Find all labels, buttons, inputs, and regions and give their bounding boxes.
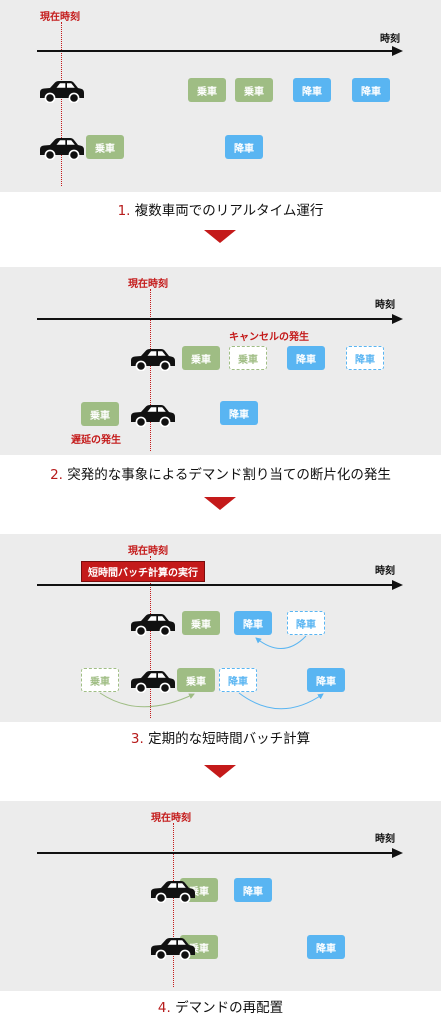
- car-icon: [128, 347, 176, 371]
- panel-3: 現在時刻 時刻 短時間バッチ計算の実行 乗車 降車 降車 乗車 乗車 降車 降車: [0, 534, 441, 722]
- caption-1: 1. 複数車両でのリアルタイム運行: [0, 199, 441, 219]
- current-time-line: [173, 823, 174, 987]
- pickup-box: 乗車: [235, 78, 273, 102]
- batch-calculation-label: 短時間バッチ計算の実行: [81, 561, 205, 582]
- caption-number: 3.: [130, 731, 144, 747]
- down-arrow-icon: [204, 765, 236, 778]
- delay-note: 遅延の発生: [71, 435, 121, 446]
- panel-1: 現在時刻 時刻 乗車 乗車 降車 降車 乗車 降車: [0, 0, 441, 192]
- time-axis-label: 時刻: [375, 300, 395, 311]
- moved-pickup-box: 乗車: [81, 668, 119, 692]
- current-time-label: 現在時刻: [128, 279, 168, 290]
- panel-2: 現在時刻 時刻 キャンセルの発生 乗車 乗車 降車 降車 乗車 降車 遅延の発生: [0, 267, 441, 455]
- caption-3: 3. 定期的な短時間バッチ計算: [0, 727, 441, 747]
- dropoff-box: 降車: [293, 78, 331, 102]
- pickup-box: 乗車: [188, 78, 226, 102]
- moved-dropoff-box: 降車: [287, 611, 325, 635]
- dropoff-box: 降車: [352, 78, 390, 102]
- caption-4: 4. デマンドの再配置: [0, 996, 441, 1016]
- cancel-note: キャンセルの発生: [229, 332, 309, 343]
- dropoff-box: 降車: [234, 878, 272, 902]
- pickup-box: 乗車: [86, 135, 124, 159]
- caption-text: デマンドの再配置: [175, 1000, 284, 1016]
- panel-4: 現在時刻 時刻 乗車 降車 乗車 降車: [0, 801, 441, 991]
- car-icon: [128, 403, 176, 427]
- caption-2: 2. 突発的な事象によるデマンド割り当ての断片化の発生: [0, 463, 441, 483]
- time-axis-label: 時刻: [375, 566, 395, 577]
- time-axis-label: 時刻: [375, 834, 395, 845]
- dropoff-box: 降車: [220, 401, 258, 425]
- down-arrow-icon: [204, 497, 236, 510]
- caption-text: 定期的な短時間バッチ計算: [148, 731, 311, 747]
- current-time-line: [61, 22, 62, 186]
- caption-number: 2.: [50, 467, 63, 483]
- pickup-box: 乗車: [182, 346, 220, 370]
- pickup-box: 乗車: [81, 402, 119, 426]
- time-axis-arrowhead: [392, 580, 403, 590]
- time-axis: [37, 852, 392, 854]
- car-icon: [148, 936, 196, 960]
- time-axis: [37, 584, 392, 586]
- time-axis-label: 時刻: [380, 34, 400, 45]
- dropoff-box: 降車: [307, 668, 345, 692]
- reassign-arrow: [99, 692, 195, 708]
- moved-dropoff-box: 降車: [219, 668, 257, 692]
- car-icon: [37, 136, 85, 160]
- car-icon: [37, 79, 85, 103]
- time-axis-arrowhead: [392, 314, 403, 324]
- caption-text: 突発的な事象によるデマンド割り当ての断片化の発生: [67, 467, 391, 483]
- pickup-box: 乗車: [177, 668, 215, 692]
- time-axis: [37, 50, 392, 52]
- caption-number: 1.: [117, 203, 131, 219]
- caption-number: 4.: [157, 1000, 171, 1016]
- cancelled-pickup-box: 乗車: [229, 346, 267, 370]
- dropoff-box: 降車: [225, 135, 263, 159]
- time-axis: [37, 318, 392, 320]
- dropoff-box: 降車: [307, 935, 345, 959]
- reassign-arrow: [238, 692, 324, 710]
- time-axis-arrowhead: [392, 46, 403, 56]
- dropoff-box: 降車: [287, 346, 325, 370]
- caption-text: 複数車両でのリアルタイム運行: [134, 203, 324, 219]
- car-icon: [148, 879, 196, 903]
- cancelled-dropoff-box: 降車: [346, 346, 384, 370]
- current-time-line: [150, 556, 151, 718]
- current-time-line: [150, 289, 151, 451]
- time-axis-arrowhead: [392, 848, 403, 858]
- current-time-label: 現在時刻: [40, 12, 80, 23]
- reassignment-arrows: [99, 635, 324, 710]
- pickup-box: 乗車: [182, 611, 220, 635]
- dropoff-box: 降車: [234, 611, 272, 635]
- reassign-arrow: [255, 635, 307, 649]
- current-time-label: 現在時刻: [128, 546, 168, 557]
- current-time-label: 現在時刻: [151, 813, 191, 824]
- down-arrow-icon: [204, 230, 236, 243]
